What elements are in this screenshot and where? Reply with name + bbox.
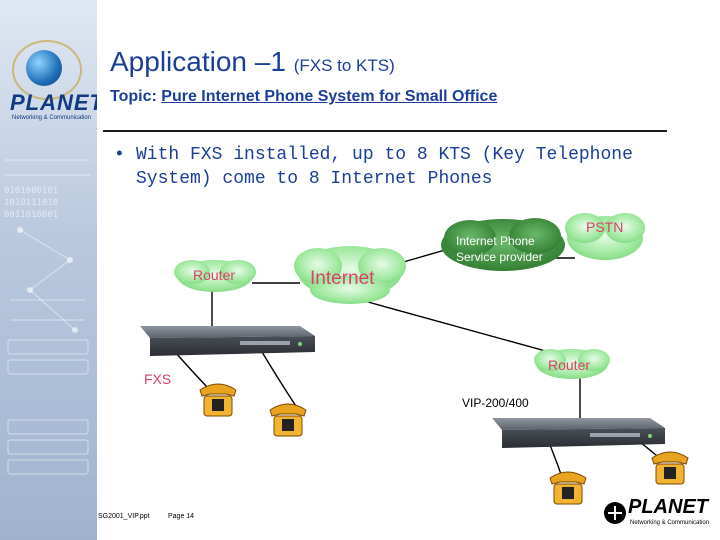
service-provider-cloud — [441, 218, 565, 271]
router-right-label: Router — [548, 357, 591, 373]
logo-ring — [12, 40, 82, 100]
fxs-label: FXS — [144, 371, 172, 387]
planet-logo-text: PLANET — [10, 90, 97, 115]
planet-footer-tagline: Networking & Communication — [630, 520, 710, 526]
topic-label: Topic: — [110, 88, 157, 105]
vip-device-left — [140, 326, 315, 356]
bullet-text: With FXS installed, up to 8 KTS (Key Tel… — [136, 145, 633, 189]
phone-icon — [651, 451, 689, 485]
vip-device-right — [492, 418, 665, 448]
phone-icon — [199, 383, 237, 417]
title-sub: (FXS to KTS) — [293, 56, 395, 75]
link-internet-provider — [399, 249, 446, 264]
pstn-cloud — [565, 213, 645, 260]
planet-footer-logo-mark — [604, 502, 626, 524]
planet-footer-word: PLANET — [628, 496, 708, 518]
topic-line: Topic: Pure Internet Phone System for Sm… — [110, 88, 497, 106]
title-divider — [103, 130, 667, 132]
router-left-cloud — [174, 260, 256, 292]
phone-icon — [269, 403, 307, 437]
vip-model-label: VIP-200/400 — [462, 396, 529, 410]
title-main: Application –1 — [110, 46, 286, 77]
globe-icon — [26, 50, 62, 86]
footer-file: SG2001_VIP.ppt — [98, 513, 150, 520]
bullet-item: • With FXS installed, up to 8 KTS (Key T… — [114, 143, 694, 191]
router-right-cloud — [534, 349, 610, 379]
service-provider-label: Internet Phone Service provider — [456, 234, 543, 264]
link-internet-router-right — [367, 301, 561, 356]
sidebar-network-art — [5, 159, 90, 475]
phone-icon — [549, 471, 587, 505]
planet-logo-tagline: Networking & Communication — [12, 115, 92, 121]
planet-logo: PLANET Networking & Communication — [4, 40, 97, 130]
sidebar: PLANET Networking & Communication 010100… — [0, 0, 97, 540]
internet-cloud — [294, 246, 406, 304]
internet-label: Internet — [310, 268, 375, 289]
topic-link[interactable]: Pure Internet Phone System for Small Off… — [161, 88, 498, 105]
pstn-label: PSTN — [586, 219, 624, 235]
router-left-label: Router — [193, 267, 236, 283]
bullet-marker: • — [114, 145, 125, 165]
binary-decoration: 0101000101 1010111010 0011010001 — [4, 186, 59, 220]
footer-page: Page 14 — [168, 513, 195, 520]
link-device-phone-2 — [261, 351, 301, 413]
slide-title: Application –1 (FXS to KTS) — [110, 46, 395, 78]
